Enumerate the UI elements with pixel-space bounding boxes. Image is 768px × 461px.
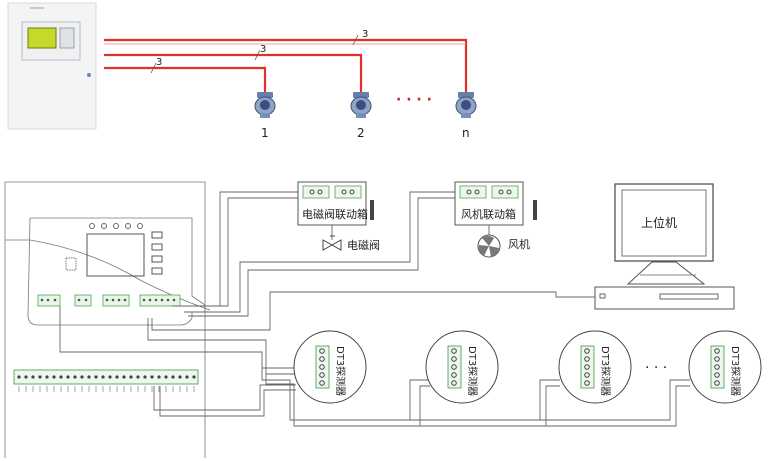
terminal-screw [171,375,175,379]
detector-label-n: DT3探测器 [729,346,742,396]
controller-board [37,223,181,307]
gas-sensor-2 [350,92,372,118]
fan-icon [477,234,501,258]
terminal-screw [192,375,196,379]
terminal-screw [157,375,161,379]
signal-wiring [59,191,690,427]
sensor-label-1: 1 [261,126,269,140]
detector-label-2: DT3探测器 [466,346,479,396]
host-computer-icon [594,183,735,310]
terminal-screw [52,375,56,379]
terminal-screw [31,375,35,379]
sensor-label-n: n [462,126,470,140]
terminal-screw [178,375,182,379]
sensor-ellipsis: · · · · [396,92,432,108]
cable-mark-3-c: 3 [156,57,162,68]
cable-mark-3-a: 3 [362,29,368,40]
terminal-screw [143,375,147,379]
detector-n [688,330,762,404]
terminal-screw [108,375,112,379]
terminal-screw [122,375,126,379]
terminal-screw [66,375,70,379]
detector-label-1: DT3探测器 [334,346,347,396]
solenoid-valve-icon [322,235,342,251]
cable-mark-3-b: 3 [260,44,266,55]
terminal-screw [80,375,84,379]
terminal-screw [164,375,168,379]
host-pc-label: 上位机 [641,215,677,230]
terminal-screw [129,375,133,379]
controller-cabinet [7,2,97,130]
terminal-screw [17,375,21,379]
detector-label-3: DT3探测器 [599,346,612,396]
detector-2 [425,330,499,404]
terminal-screw [87,375,91,379]
panel-outline [4,181,211,458]
terminal-screw [73,375,77,379]
terminal-screw [24,375,28,379]
terminal-screw [101,375,105,379]
detector-ellipsis: · · · [645,360,667,376]
gas-sensor-n [455,92,477,118]
terminal-screw [94,375,98,379]
terminal-screw [59,375,63,379]
detector-1 [293,330,367,404]
solenoid-valve-label: 电磁阀 [347,238,380,252]
solenoid-box-title: 电磁阀联动箱 [302,207,368,221]
terminal-screw [45,375,49,379]
fan-label: 风机 [508,237,530,251]
fan-box-title: 风机联动箱 [461,207,516,221]
terminal-screw [136,375,140,379]
detector-3 [558,330,632,404]
terminal-screw [38,375,42,379]
red-cables [104,34,468,92]
terminal-screw [150,375,154,379]
sensor-label-2: 2 [357,126,365,140]
terminal-screw [185,375,189,379]
terminal-strip [13,369,199,392]
gas-sensor-1 [254,92,276,118]
terminal-screw [115,375,119,379]
solenoid-linkage-box [297,181,374,226]
fan-linkage-box [454,181,537,226]
